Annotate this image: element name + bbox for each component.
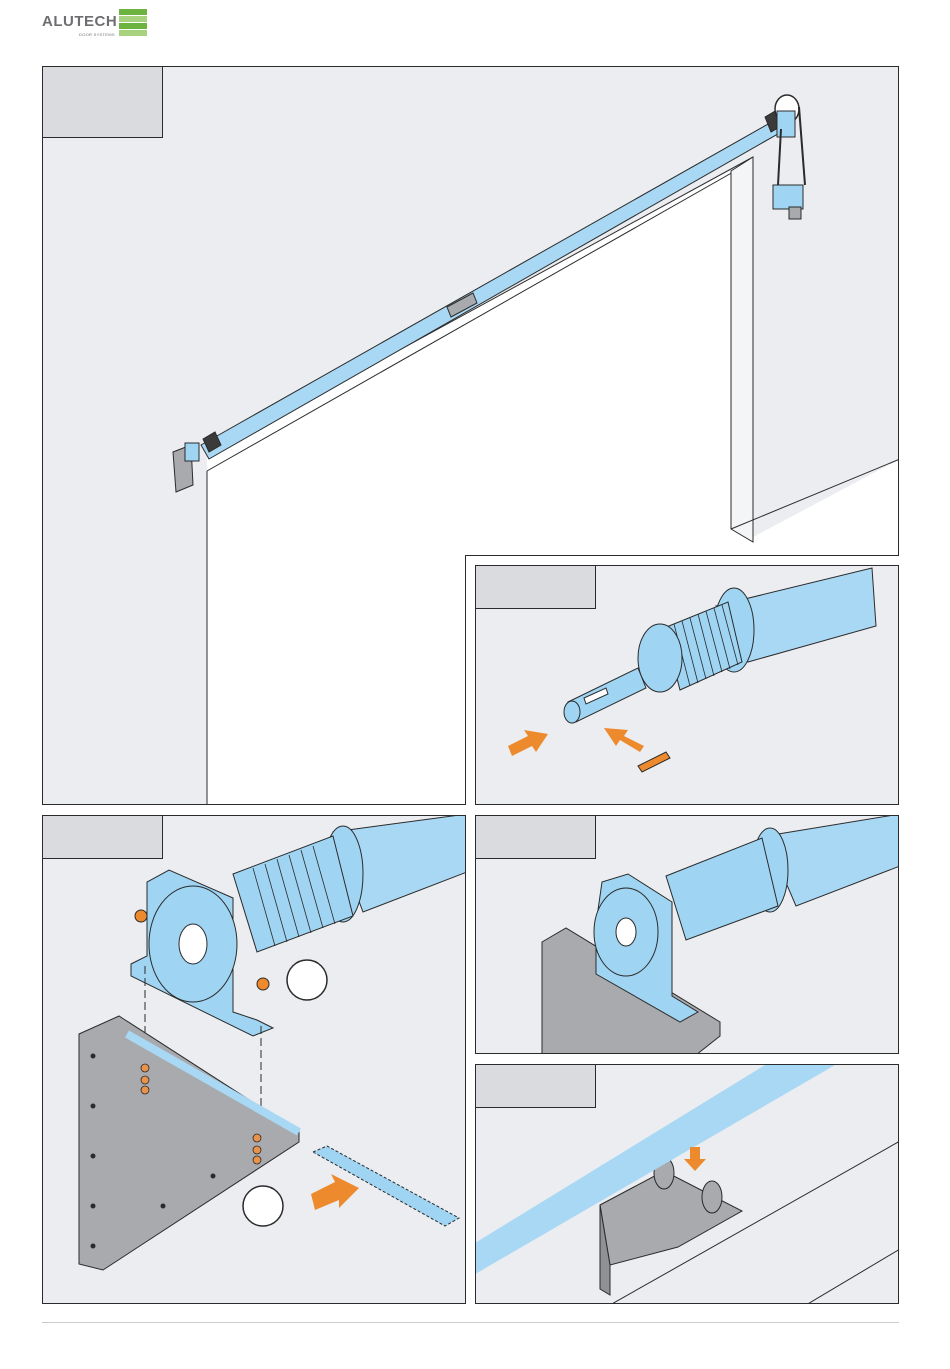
step-tag — [42, 66, 163, 138]
insert-arrow — [311, 1174, 359, 1210]
right-arrow — [604, 728, 644, 752]
bracket-assembled-panel — [475, 815, 899, 1054]
logo-mark-icon — [119, 9, 147, 37]
center-bearing-panel — [475, 1064, 899, 1304]
step-tag — [42, 815, 163, 859]
step-tag — [475, 565, 596, 609]
footer-divider — [42, 1322, 899, 1323]
brand-name: ALUTECH — [42, 13, 117, 30]
bracket-mounting-panel — [42, 815, 466, 1304]
step-tag — [475, 1064, 596, 1108]
left-arrow — [508, 730, 548, 756]
brand-tagline: DOOR SYSTEMS — [79, 32, 115, 37]
step-tag — [475, 815, 596, 859]
bracket-mounting-illustration — [43, 816, 466, 1304]
shaft-key-panel — [475, 565, 899, 805]
brand-logo: ALUTECH DOOR SYSTEMS — [42, 8, 152, 40]
